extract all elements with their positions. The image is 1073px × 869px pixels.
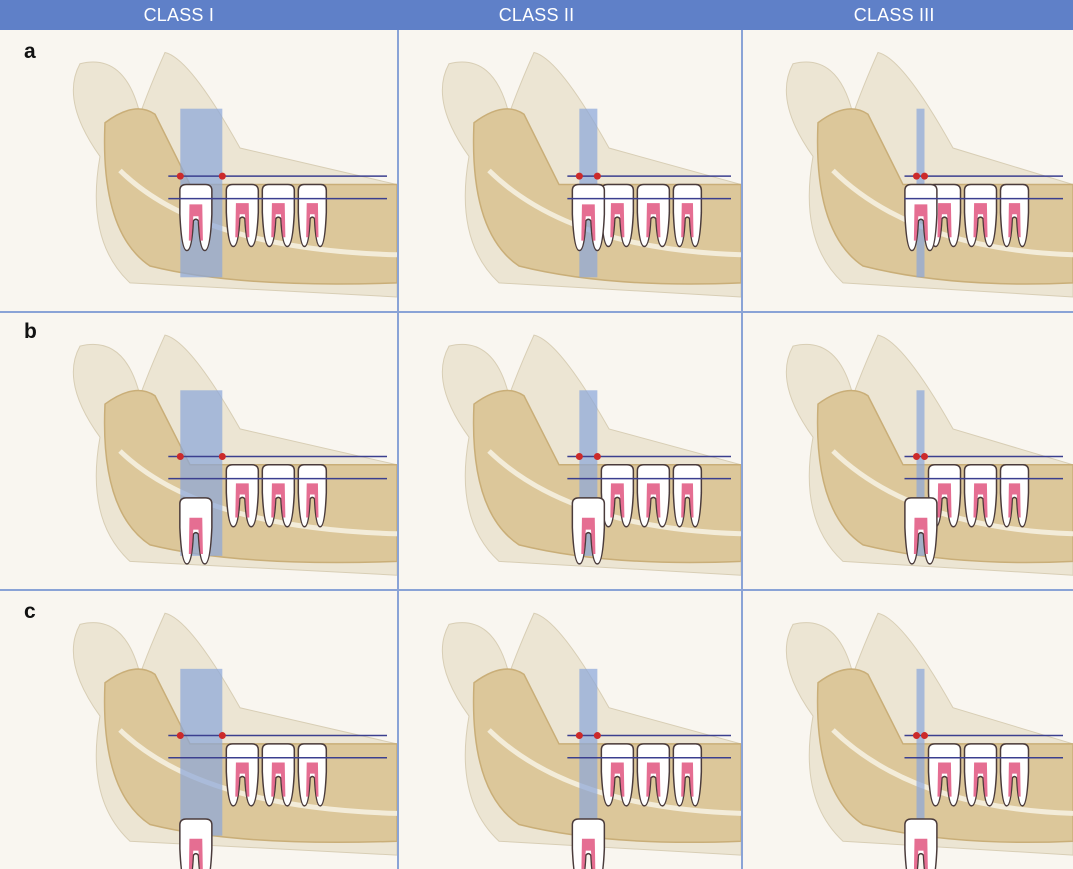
column-header-class-1: CLASS I [0, 0, 358, 30]
mandible-illustration [399, 313, 741, 589]
row-label-b: b [24, 320, 37, 344]
illustration-cell [0, 591, 397, 869]
illustration-cell [399, 30, 741, 311]
illustration-cell [0, 313, 397, 589]
ramus-space-bar [180, 669, 222, 836]
mandible-illustration [0, 313, 397, 589]
contact-point [219, 732, 226, 739]
contact-point [913, 732, 920, 739]
class-header-bar: CLASS I CLASS II CLASS III [0, 0, 1073, 30]
contact-point [921, 453, 928, 460]
illustration-cell [743, 30, 1073, 311]
illustration-cell [399, 591, 741, 869]
mandible-illustration [743, 313, 1073, 589]
third-molar [905, 819, 937, 869]
contact-point [576, 732, 583, 739]
grid-divider-vertical [741, 30, 743, 869]
grid-divider-vertical [397, 30, 399, 869]
illustration-cell [743, 313, 1073, 589]
mandible-illustration [399, 591, 741, 869]
mandible-illustration [0, 591, 397, 869]
mandible-illustration [743, 591, 1073, 869]
contact-point [913, 453, 920, 460]
mandible-illustration [0, 30, 397, 311]
illustration-cell [0, 30, 397, 311]
illustration-cell [399, 313, 741, 589]
contact-point [576, 173, 583, 180]
third-molar [572, 819, 604, 869]
contact-point [921, 173, 928, 180]
ramus-space-bar [917, 669, 925, 836]
contact-point [177, 732, 184, 739]
third-molar [180, 819, 212, 869]
contact-point [594, 453, 601, 460]
row-label-c: c [24, 600, 36, 624]
contact-point [219, 173, 226, 180]
mandible-illustration [743, 30, 1073, 311]
contact-point [913, 173, 920, 180]
contact-point [177, 173, 184, 180]
contact-point [921, 732, 928, 739]
contact-point [219, 453, 226, 460]
grid-divider-horizontal [0, 589, 1073, 591]
contact-point [594, 732, 601, 739]
illustration-grid [0, 30, 1073, 869]
mandible-illustration [399, 30, 741, 311]
contact-point [177, 453, 184, 460]
column-header-class-2: CLASS II [358, 0, 716, 30]
grid-divider-horizontal [0, 311, 1073, 313]
contact-point [576, 453, 583, 460]
column-header-class-3: CLASS III [715, 0, 1073, 30]
row-label-a: a [24, 40, 36, 64]
ramus-space-bar [579, 669, 597, 836]
illustration-cell [743, 591, 1073, 869]
contact-point [594, 173, 601, 180]
